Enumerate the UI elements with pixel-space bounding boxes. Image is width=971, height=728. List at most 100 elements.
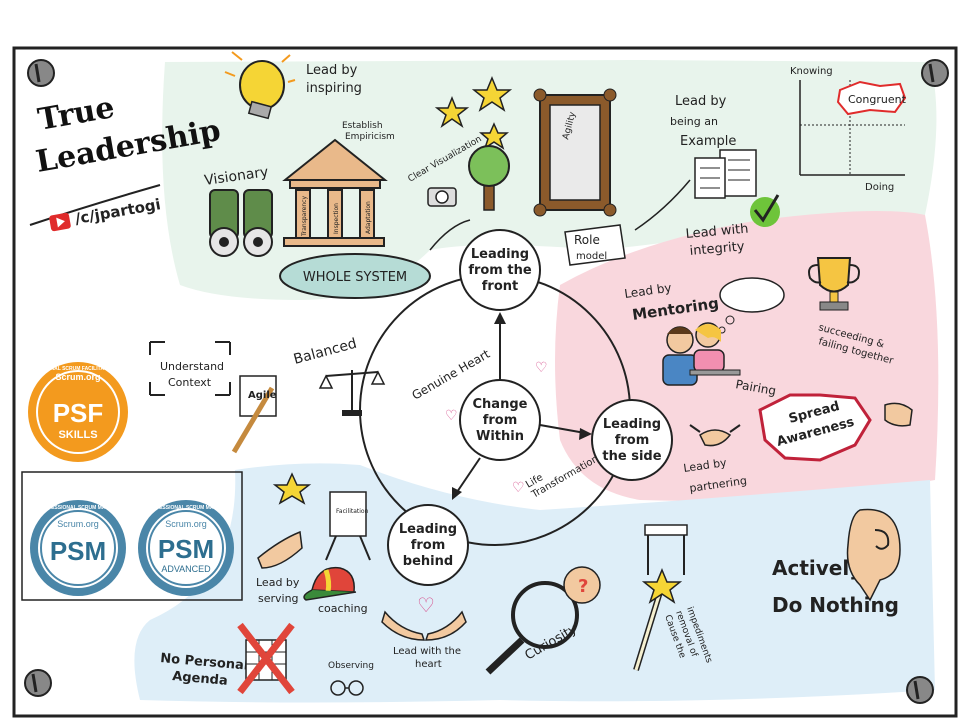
connector-line (429, 219, 471, 251)
coaching-label: coaching (318, 602, 368, 615)
congruent-burst (836, 80, 907, 116)
node-behind-line2: from (411, 538, 446, 553)
screw-bottom-right (906, 676, 934, 704)
role-model-box (564, 224, 626, 266)
temple-icon (282, 138, 388, 247)
magnifier-icon (485, 581, 579, 675)
lead-with-heart-line2: heart (415, 659, 442, 670)
psm-adv-main: PSM (158, 534, 214, 564)
calendar-crossed-icon (237, 622, 295, 695)
heart-icon: ♡ (535, 360, 548, 376)
arrow-to-front (494, 312, 506, 380)
pillar-transparency: Transparency (301, 196, 308, 237)
core-line3: Within (476, 429, 524, 444)
psf-sub: SKILLS (58, 429, 97, 441)
pillar-adaptation: Adaptation (365, 201, 372, 234)
lead-with-heart-line1: Lead with the (393, 646, 461, 657)
role-model-line2: model (576, 251, 607, 262)
heart-icon: ♡ (512, 480, 525, 496)
establish-empiricism-line1: Establish (342, 121, 383, 131)
arrow-to-behind (452, 457, 481, 500)
thought-cloud-icon (719, 277, 785, 313)
psf-org: Scrum.org (55, 372, 100, 382)
node-behind-line3: behind (403, 554, 453, 569)
psf-ring: PROFESSIONAL SCRUM FACILITATION SKILLS (21, 366, 135, 372)
people-pairing-icon (662, 322, 741, 386)
tree-icon (468, 145, 510, 211)
star-icon (471, 76, 513, 112)
star-icon (434, 95, 470, 128)
pairing-label: Pairing (734, 377, 777, 398)
actively-do-nothing-line2: Do Nothing (772, 593, 899, 617)
canvas-easel-icon (231, 375, 277, 454)
bracket-icon (215, 341, 231, 355)
node-front-circle (459, 229, 541, 311)
whole-system-bubble (279, 253, 431, 299)
pillar-inspection: Inspection (333, 203, 340, 234)
cap-icon (303, 566, 357, 601)
node-front-line1: Leading (471, 247, 529, 262)
lead-by-serving-line1: Lead by (256, 576, 300, 589)
node-behind-circle (387, 504, 469, 586)
lead-with-integrity-line1: Lead with (685, 222, 749, 242)
mirror-icon (533, 88, 617, 217)
node-side-circle (591, 399, 673, 481)
svg-text:?: ? (578, 576, 588, 597)
psm-badge: Scrum.org PSM PROFESSIONAL SCRUM MASTER (30, 500, 126, 596)
glasses-icon (330, 680, 364, 696)
node-behind-line1: Leading (399, 522, 457, 537)
node-side-line2: from (615, 433, 650, 448)
lead-by-serving-line2: serving (258, 592, 299, 605)
doing-label: Doing (865, 182, 894, 193)
node-front-line2: from the (468, 263, 532, 278)
scale-icon (318, 370, 386, 416)
no-personal-agenda-line2: Agenda (172, 669, 229, 689)
badge-panel (21, 471, 243, 601)
whole-system-label: WHOLE SYSTEM (303, 270, 407, 285)
understand-context-line1: Understand (160, 360, 224, 373)
psm-ring: PROFESSIONAL SCRUM MASTER (37, 505, 119, 511)
magic-wand-icon (633, 568, 683, 671)
node-side-line1: Leading (603, 417, 661, 432)
psf-skills-badge: Scrum.org PSF SKILLS PROFESSIONAL SCRUM … (21, 362, 135, 462)
youtube-icon (49, 212, 71, 232)
lead-by-inspiring-line1: Lead by (306, 63, 358, 78)
serving-hand-icon (257, 530, 303, 569)
lead-by-inspiring-line2: inspiring (306, 81, 362, 96)
bracket-icon (215, 382, 231, 396)
quadrant-chart (799, 80, 905, 176)
psf-main: PSF (53, 398, 104, 428)
lead-by-example-line1: Lead by (675, 94, 727, 109)
establish-empiricism-line2: Empiricism (345, 132, 395, 142)
screw-top-right (921, 59, 949, 87)
psm-adv-org: Scrum.org (165, 519, 207, 529)
understand-context-line2: Context (168, 376, 212, 389)
star-icon (272, 472, 312, 505)
lead-by-example-line3: Example (680, 134, 736, 149)
bracket-icon (149, 382, 165, 396)
bracket-icon (149, 341, 165, 355)
screw-top-left (27, 59, 55, 87)
psm-adv-sub: ADVANCED (161, 564, 211, 574)
psm-adv-ring: PROFESSIONAL SCRUM MASTER (145, 505, 227, 511)
checklist-icon (694, 149, 757, 199)
psm-main: PSM (50, 536, 106, 566)
checkmark-icon (750, 194, 780, 227)
title-underline (29, 184, 161, 226)
cupped-hands-icon (381, 610, 467, 641)
core-line2: from (483, 413, 518, 428)
congruent-label: Congruent (848, 93, 907, 106)
psm-advanced-badge: Scrum.org PSM ADVANCED PROFESSIONAL SCRU… (138, 500, 234, 596)
node-front-line3: front (482, 279, 518, 294)
listening-head-icon (846, 508, 901, 602)
agile-label: Agile (248, 390, 277, 401)
lead-with-integrity-line2: integrity (689, 239, 745, 259)
curious-head-icon: ? (563, 566, 601, 604)
role-model-line1: Role (574, 233, 600, 247)
flipchart-icon (325, 491, 371, 561)
lead-by-example-line2: being an (670, 115, 718, 128)
binoculars-icon (209, 189, 273, 257)
lead-by-partnering-line1: Lead by (683, 456, 728, 475)
node-side-line3: the side (602, 449, 661, 464)
